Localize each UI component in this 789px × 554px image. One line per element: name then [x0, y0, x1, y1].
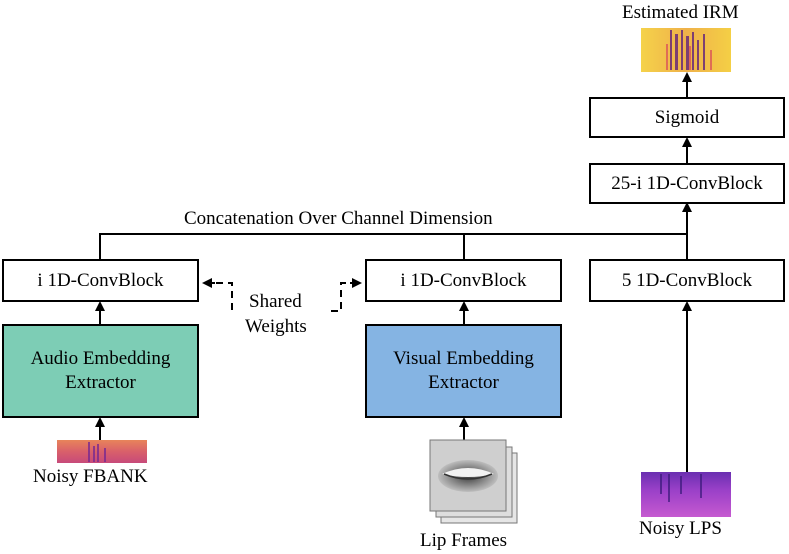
noisy-fbank-label: Noisy FBANK: [33, 466, 148, 487]
audio-extractor-line1: Audio Embedding: [30, 348, 171, 369]
lip-frames-image: [429, 439, 518, 524]
conv-block-i-visual: i 1D-ConvBlock: [365, 259, 562, 302]
noisy-fbank-image: [57, 440, 147, 463]
estimated-irm-label: Estimated IRM: [622, 2, 739, 23]
conv-block-25i: 25-i 1D-ConvBlock: [589, 163, 785, 204]
conv-block-5: 5 1D-ConvBlock: [589, 259, 785, 302]
estimated-irm-image: [641, 28, 731, 72]
concatenation-label: Concatenation Over Channel Dimension: [184, 208, 493, 229]
audio-embedding-extractor: Audio Embedding Extractor: [2, 324, 199, 418]
noisy-lps-image: [641, 472, 731, 517]
noisy-lps-label: Noisy LPS: [639, 518, 722, 539]
shared-weights-label-line1: Shared: [249, 291, 302, 312]
lip-frames-label: Lip Frames: [420, 530, 508, 551]
sigmoid-block: Sigmoid: [589, 97, 785, 138]
audio-extractor-line2: Extractor: [65, 372, 136, 393]
conv-block-i-audio: i 1D-ConvBlock: [2, 259, 199, 302]
shared-weights-label-line2: Weights: [245, 316, 307, 337]
visual-embedding-extractor: Visual Embedding Extractor: [365, 324, 562, 418]
visual-extractor-line1: Visual Embedding: [393, 348, 534, 369]
visual-extractor-line2: Extractor: [428, 372, 499, 393]
